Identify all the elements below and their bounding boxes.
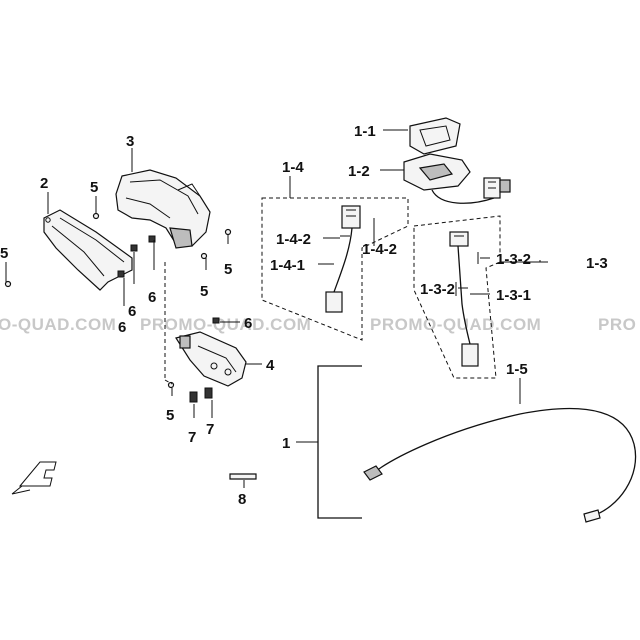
watermark-segment: O-QUAD.COM bbox=[0, 315, 116, 334]
callout-1-5: 1-5 bbox=[506, 361, 528, 378]
part-1-1-lens bbox=[409, 117, 461, 155]
callout-4: 4 bbox=[266, 357, 275, 374]
callout-3: 3 bbox=[126, 133, 134, 150]
callout-5c: 5 bbox=[224, 261, 232, 278]
part-6-grommets bbox=[117, 235, 220, 324]
part-8-pin bbox=[229, 473, 257, 480]
callout-2: 2 bbox=[40, 175, 48, 192]
watermark-segment: PRO bbox=[598, 315, 636, 334]
grommet-icon bbox=[148, 235, 156, 243]
front-direction-icon bbox=[11, 461, 57, 495]
callout-8: 8 bbox=[238, 491, 246, 508]
callout-5e: 5 bbox=[166, 407, 174, 424]
screw-icon bbox=[224, 228, 232, 236]
part-3-housing bbox=[115, 169, 211, 249]
grommet-icon bbox=[117, 270, 125, 278]
watermark: O-QUAD.COM PROMO-QUAD.COM PROMO-QUAD.COM… bbox=[0, 315, 636, 334]
callout-6b: 6 bbox=[128, 303, 136, 320]
leader-lines bbox=[5, 129, 548, 488]
callout-1-2: 1-2 bbox=[348, 163, 370, 180]
callout-6d: 6 bbox=[244, 315, 252, 332]
screw-icon bbox=[200, 252, 208, 260]
callout-1-3: 1-3 bbox=[586, 255, 608, 272]
screw-icon bbox=[167, 381, 175, 389]
callout-7b: 7 bbox=[206, 421, 214, 438]
screw-icon bbox=[92, 212, 100, 220]
group-1-3-box bbox=[413, 215, 501, 379]
bolt-icon bbox=[204, 387, 213, 399]
part-2-visor bbox=[43, 209, 133, 291]
callout-6a: 6 bbox=[148, 289, 156, 306]
part-5-screws bbox=[4, 212, 232, 389]
part-1-3-harness bbox=[449, 231, 479, 367]
part-7-bolts bbox=[189, 387, 213, 403]
callout-5b: 5 bbox=[0, 245, 8, 262]
bolt-icon bbox=[189, 391, 198, 403]
part-4-bracket bbox=[175, 331, 247, 387]
watermark-segment: PROMO-QUAD.COM bbox=[140, 315, 311, 334]
callout-5a: 5 bbox=[90, 179, 98, 196]
grommet-icon bbox=[212, 317, 220, 324]
part-1-5-cable bbox=[363, 407, 637, 523]
screw-icon bbox=[4, 280, 12, 288]
callout-1-4-2b: 1-4-2 bbox=[362, 241, 397, 258]
callout-7a: 7 bbox=[188, 429, 196, 446]
group-1-bracket bbox=[317, 365, 362, 519]
part-1-4-harness bbox=[325, 205, 375, 313]
callout-5d: 5 bbox=[200, 283, 208, 300]
callout-1: 1 bbox=[282, 435, 290, 452]
callout-1-3-1: 1-3-1 bbox=[496, 287, 531, 304]
grommet-icon bbox=[130, 244, 138, 252]
callout-1-4: 1-4 bbox=[282, 159, 304, 176]
group-1-4-box bbox=[261, 197, 409, 341]
watermark-segment: PROMO-QUAD.COM bbox=[370, 315, 541, 334]
callout-1-3-2a: 1-3-2 bbox=[496, 251, 531, 268]
callout-1-3-2b: 1-3-2 bbox=[420, 281, 455, 298]
callouts: 1-1 1-2 1-3 1-4 1-4-2 1-4-2 1-4-1 1-3-2 … bbox=[0, 123, 608, 508]
callout-1-1: 1-1 bbox=[354, 123, 376, 140]
callout-1-4-1: 1-4-1 bbox=[270, 257, 305, 274]
callout-1-4-2a: 1-4-2 bbox=[276, 231, 311, 248]
part-1-2-meter bbox=[403, 153, 511, 204]
callout-6c: 6 bbox=[118, 319, 126, 336]
